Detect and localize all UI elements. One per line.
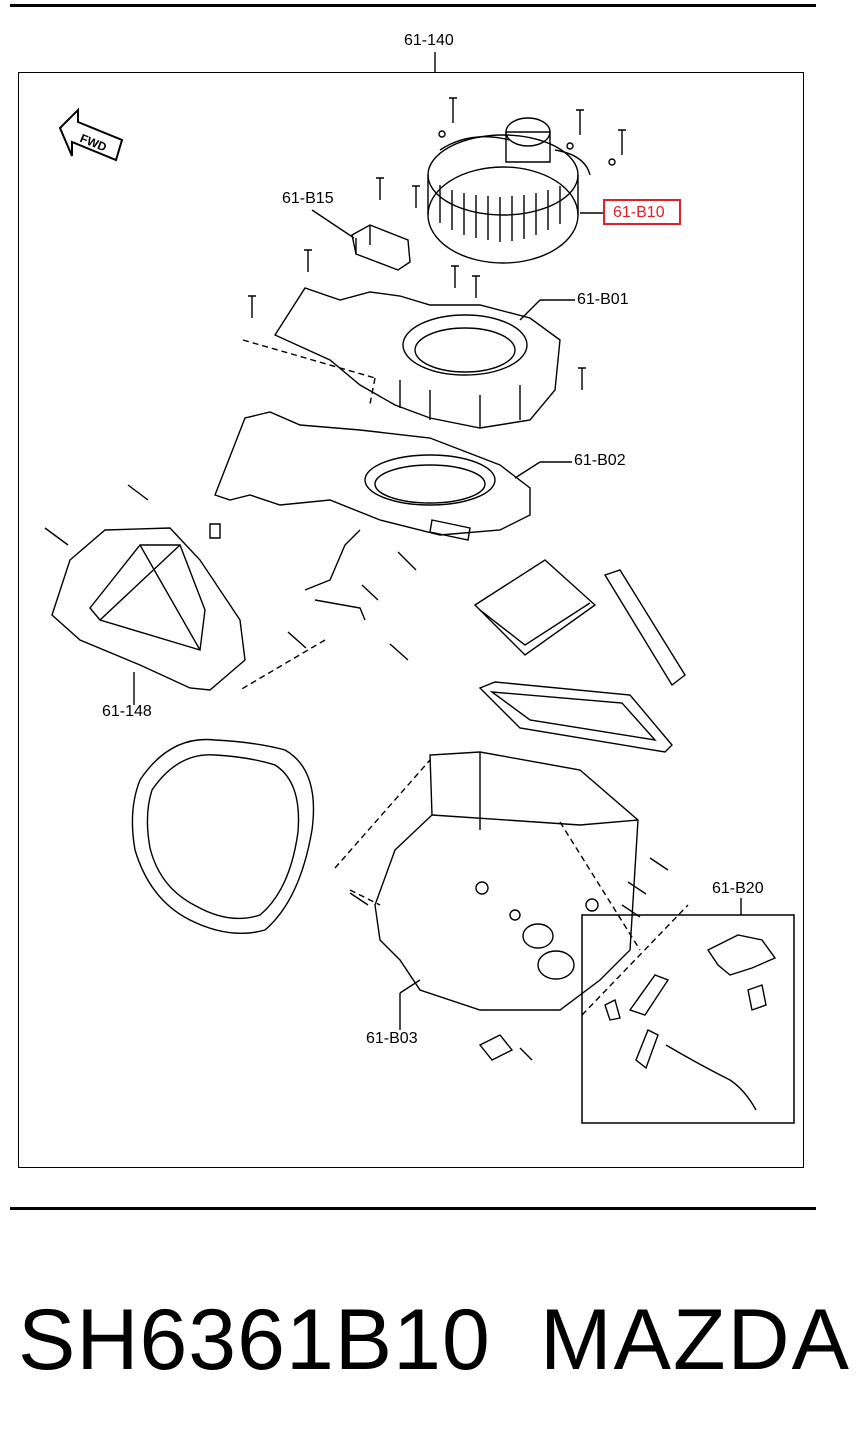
- label-61-b02: 61-B02: [574, 452, 626, 469]
- screw-icons-middle: [45, 485, 416, 690]
- fwd-arrow-icon: FWD: [60, 110, 122, 160]
- brand-caption: MAZDA: [540, 1292, 851, 1388]
- blower-case-61-b02: [215, 412, 572, 540]
- heater-case-61-b03: [335, 752, 668, 1060]
- highlight-box-61-b10: 61-B10: [603, 199, 681, 225]
- label-61-148: 61-148: [102, 703, 152, 720]
- bottom-rule: [10, 1207, 816, 1210]
- diagram-frame: [18, 72, 804, 1168]
- label-61-b03: 61-B03: [366, 1030, 418, 1047]
- part-number-caption: SH6361B10: [18, 1292, 491, 1388]
- top-rule: [10, 4, 816, 7]
- seal-gasket: [132, 740, 313, 934]
- resistor-61-b15: [312, 210, 410, 270]
- b03-leader-a: [400, 980, 420, 993]
- screw-icons-top: [248, 98, 626, 390]
- blower-motor-fan: [428, 118, 603, 263]
- label-61-b01: 61-B01: [577, 291, 629, 308]
- b02-leader-a: [515, 462, 540, 478]
- b15-leader: [312, 210, 354, 238]
- label-61-b10: 61-B10: [613, 204, 665, 221]
- cabin-filters: [475, 560, 685, 752]
- duct-61-148: [52, 528, 245, 705]
- label-61-140: 61-140: [404, 32, 454, 49]
- inset-61-b20: [582, 898, 794, 1123]
- b01-leader-a: [520, 300, 540, 320]
- label-61-b15: 61-B15: [282, 190, 334, 207]
- upper-housing-61-b01: [243, 288, 575, 428]
- label-61-b20: 61-B20: [712, 880, 764, 897]
